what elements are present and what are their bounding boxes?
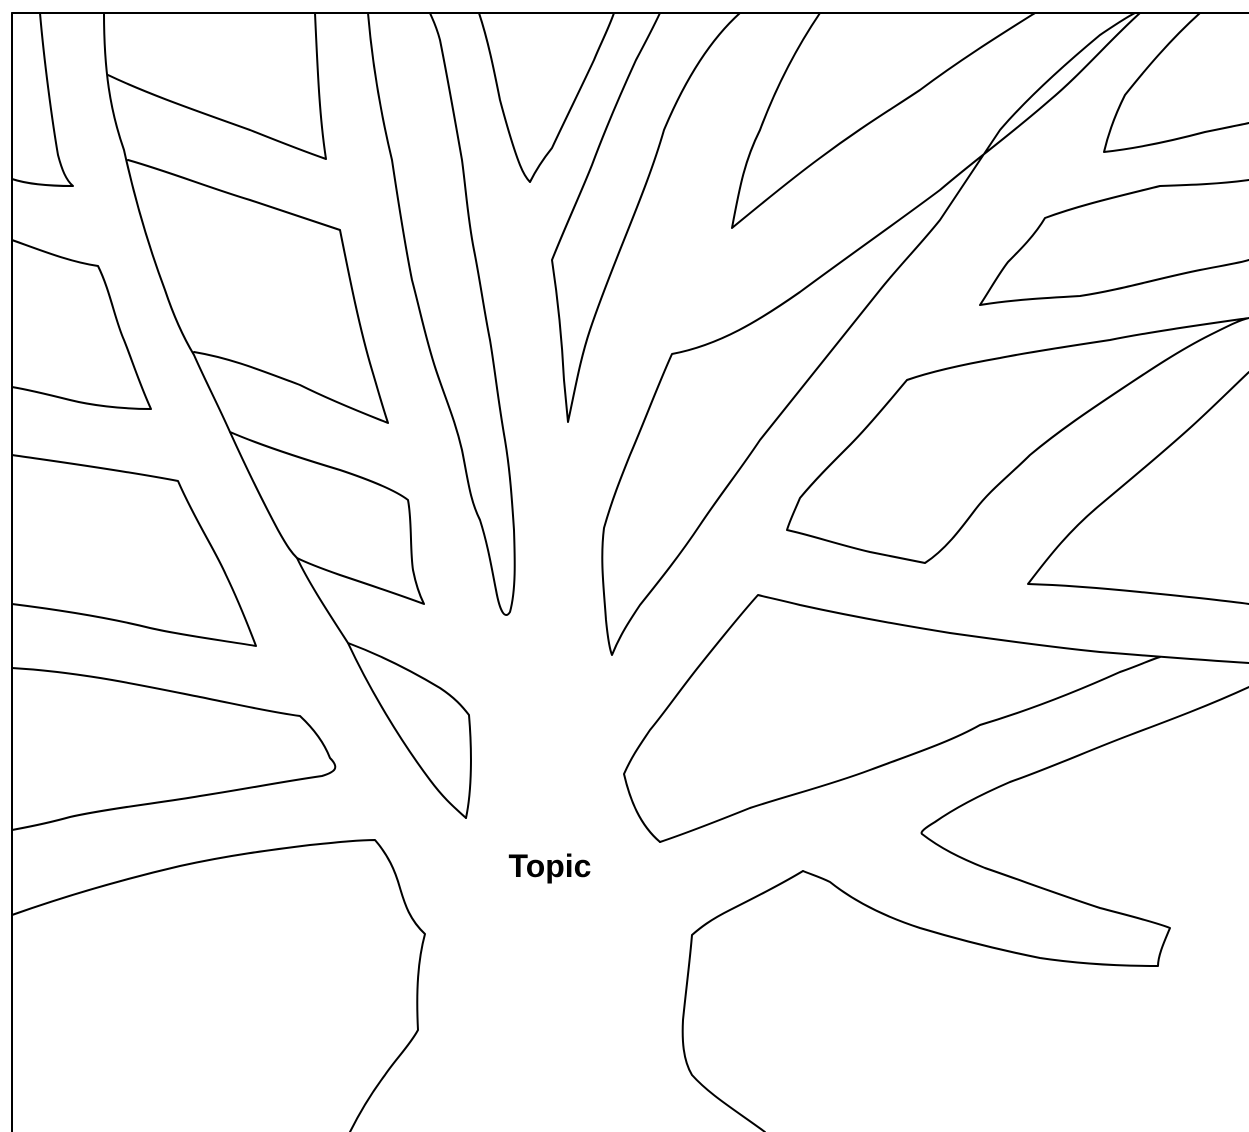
branch-left-inner-3 [230, 432, 424, 604]
branch-left-3 [12, 668, 335, 830]
branch-outline-left-column [12, 13, 73, 186]
branch-left-inner-4 [348, 643, 471, 818]
branch-center-left-column [368, 13, 515, 615]
branch-left-bottom [12, 840, 425, 1132]
branch-center-right-column [552, 13, 740, 422]
branch-right-lower-2 [803, 687, 1249, 966]
branch-right-bottom [683, 871, 803, 1132]
branch-left-2 [12, 455, 256, 646]
branch-right-upper-3 [787, 318, 1249, 563]
branch-right-upper-2 [980, 180, 1249, 305]
branch-left-inner-2 [128, 160, 388, 423]
branch-left-inner-1 [108, 13, 326, 159]
branch-right-middle [624, 595, 1249, 842]
branch-right-main [602, 13, 1140, 655]
branch-center-notch [479, 13, 614, 182]
branch-right-lower-1 [660, 657, 1160, 842]
branch-right-trunk-edge [732, 13, 1035, 228]
branch-left-1 [12, 240, 151, 409]
branch-outline-left-trunk [104, 13, 466, 818]
branch-right-upper-notch [1104, 13, 1249, 152]
branch-right-upper-4 [1028, 372, 1249, 604]
topic-label: Topic [470, 846, 630, 886]
